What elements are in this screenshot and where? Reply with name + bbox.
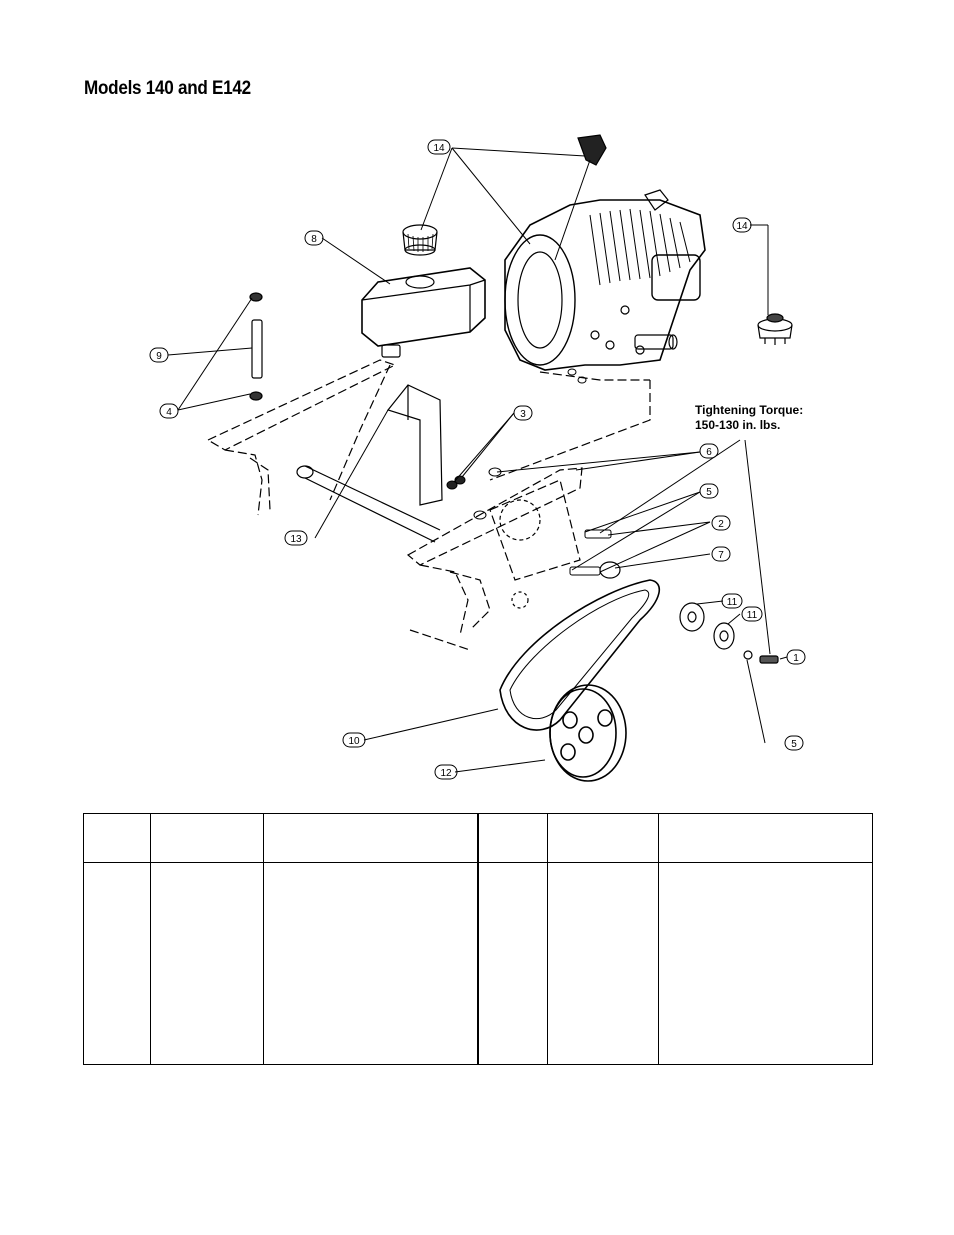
pulley-icon <box>549 684 627 782</box>
support-bracket <box>386 384 443 506</box>
starter-handle-icon <box>554 134 607 261</box>
callout-4: 4 <box>166 407 172 418</box>
callout-7: 7 <box>718 550 724 561</box>
callout-8: 8 <box>311 234 317 245</box>
parts-table <box>83 813 873 1065</box>
bushing-icon <box>599 561 621 579</box>
table-column-divider <box>658 814 659 1064</box>
v-belt-icon <box>499 579 661 731</box>
torque-note: Tightening Torque: 150-130 in. lbs. <box>695 403 803 433</box>
callout-3: 3 <box>520 409 526 420</box>
callout-11: 11 <box>747 610 758 621</box>
frame-assembly <box>206 359 651 651</box>
engine-illustration <box>504 189 706 371</box>
washer-icon <box>679 602 779 664</box>
callout-12: 12 <box>440 768 452 779</box>
callout-5: 5 <box>791 739 797 750</box>
callout-5: 5 <box>706 487 712 498</box>
callout-11: 11 <box>727 597 738 608</box>
fuel-cap-icon <box>402 224 438 256</box>
leader-lines <box>167 147 788 773</box>
primer-bulb-icon <box>757 313 793 345</box>
table-center-divider <box>477 814 479 1064</box>
table-column-divider <box>547 814 548 1064</box>
exploded-parts-diagram: 14 8 14 9 4 3 6 5 2 7 13 11 11 1 5 10 12 <box>149 134 806 782</box>
callout-14: 14 <box>433 143 445 154</box>
table-column-divider <box>150 814 151 1064</box>
table-column-divider <box>263 814 264 1064</box>
torque-note-line2: 150-130 in. lbs. <box>695 418 781 432</box>
callout-6: 6 <box>706 447 712 458</box>
bolts-group <box>446 368 612 576</box>
torque-note-line1: Tightening Torque: <box>695 403 804 417</box>
axle-tube <box>296 465 441 543</box>
callout-9: 9 <box>156 351 162 362</box>
callout-10: 10 <box>348 736 360 747</box>
page-title: Models 140 and E142 <box>84 78 251 99</box>
callout-13: 13 <box>290 534 302 545</box>
callout-2: 2 <box>718 519 724 530</box>
fuel-tank-icon <box>361 267 486 358</box>
callout-14: 14 <box>736 221 748 232</box>
callout-1: 1 <box>793 653 799 664</box>
callout-markers <box>149 139 806 780</box>
spacer-tube-icon <box>249 292 263 401</box>
